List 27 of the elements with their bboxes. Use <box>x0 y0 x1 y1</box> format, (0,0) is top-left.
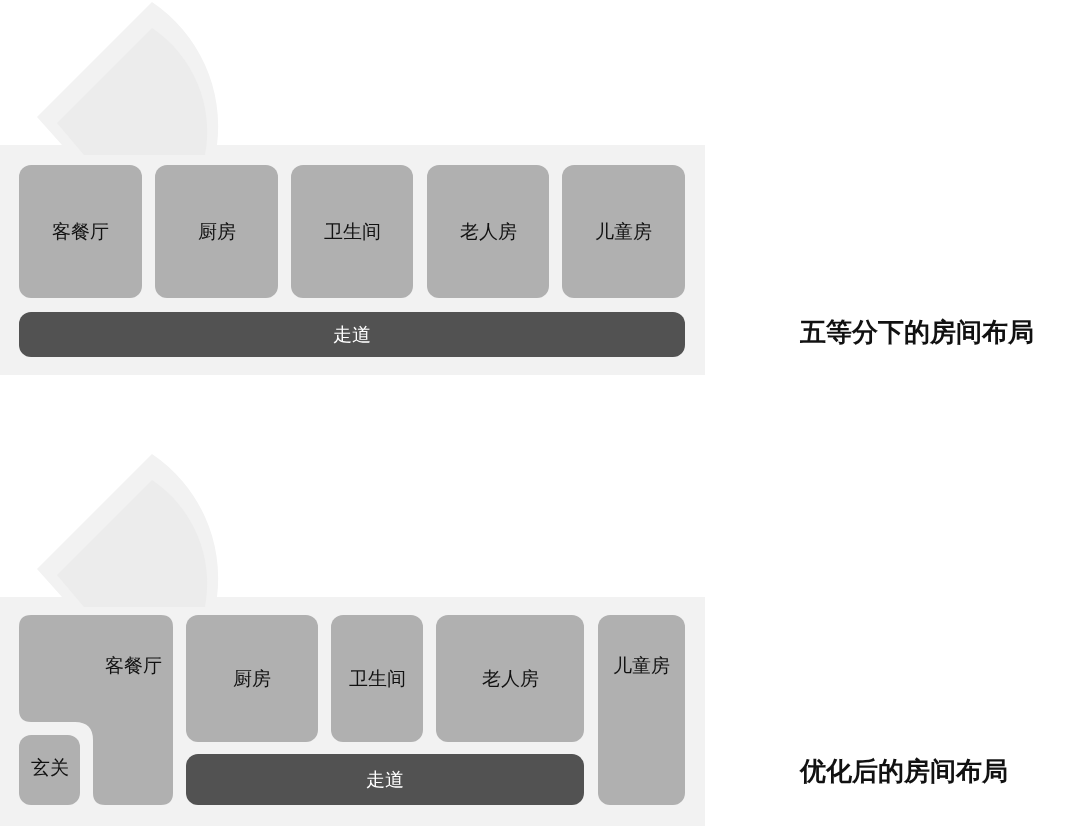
room-box <box>19 735 80 805</box>
room-label: 厨房 <box>233 665 271 691</box>
room-box <box>291 165 413 298</box>
room-box <box>427 165 549 298</box>
room-box <box>155 165 278 298</box>
room-box <box>598 615 685 805</box>
plan-title: 五等分下的房间布局 <box>800 316 1034 349</box>
room-label: 老人房 <box>481 665 539 691</box>
room-box <box>19 165 142 298</box>
room-box <box>436 615 584 742</box>
room-label: 厨房 <box>197 218 236 244</box>
room-label: 老人房 <box>459 218 517 244</box>
room-box <box>331 615 423 742</box>
room-label: 走道 <box>366 766 404 792</box>
room-label: 儿童房 <box>595 218 652 244</box>
room-label: 客餐厅 <box>104 653 162 678</box>
room-box <box>186 615 318 742</box>
room-label: 走道 <box>333 321 371 347</box>
room-label: 客餐厅 <box>52 218 109 244</box>
room-label: 玄关 <box>30 755 69 780</box>
room-label: 卫生间 <box>323 218 381 244</box>
corridor-bar <box>186 754 584 805</box>
corridor-bar <box>19 312 685 357</box>
room-label: 卫生间 <box>348 665 406 691</box>
room-label: 儿童房 <box>613 653 670 678</box>
room-box <box>562 165 685 298</box>
plan-title: 优化后的房间布局 <box>800 755 1008 788</box>
